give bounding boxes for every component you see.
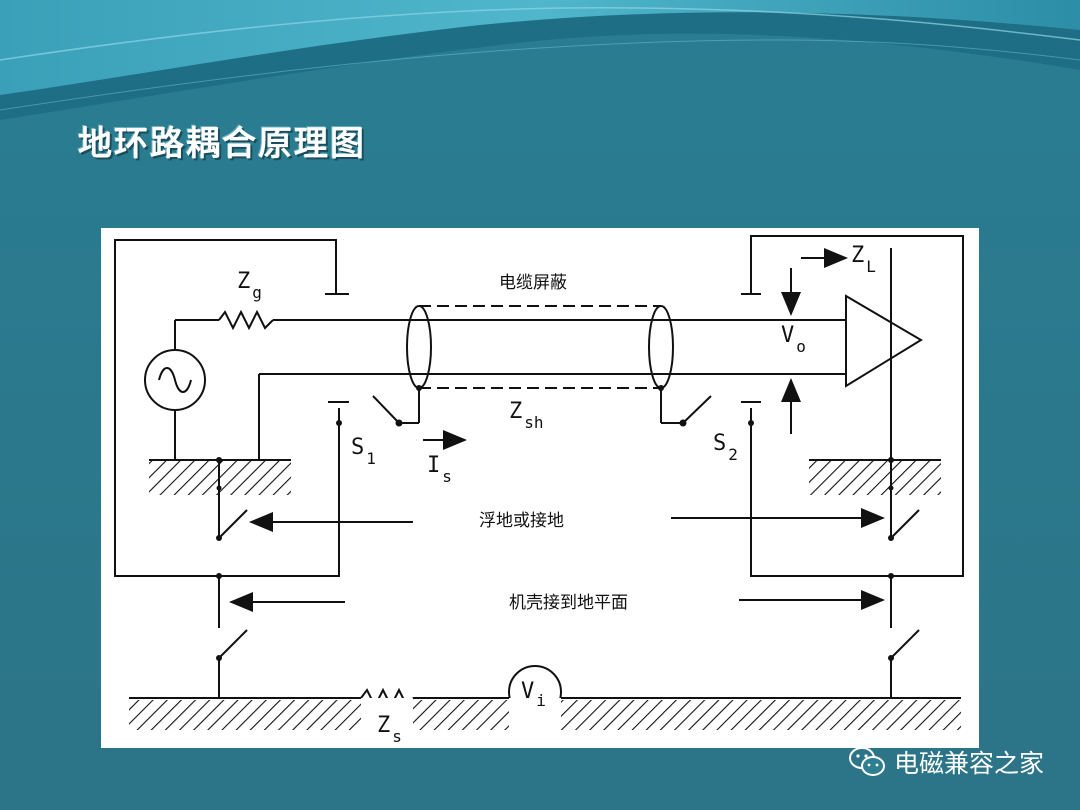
watermark: 电磁兼容之家 [848, 742, 1044, 782]
amplifier-triangle [845, 294, 923, 388]
top-wave-highlight [0, 7, 1080, 61]
right-plane-switch-blade [890, 629, 920, 659]
cable-end-left [406, 305, 432, 389]
chassis-to-ground-plane-label: 机壳接到地平面 [509, 593, 628, 613]
s1-switch-blade [372, 395, 400, 424]
wechat-icon [848, 747, 885, 776]
watermark-text: 电磁兼容之家 [893, 749, 1044, 778]
top-wave-light [0, 0, 1080, 95]
zg-resistor [218, 309, 274, 331]
cable-end-right [648, 305, 674, 389]
sine-symbol [158, 367, 192, 393]
ground-loop-diagram: Zg ZL Vo Zsh S1 S2 Is Zs Vi 电缆屏蔽 浮地或接地 机… [114, 235, 964, 746]
left-float-switch-blade [218, 509, 248, 539]
slide-title: 地环路耦合原理图 [78, 124, 366, 164]
right-ground-hatch [809, 461, 941, 495]
left-enclosure [114, 239, 340, 577]
cable-shield-label: 电缆屏蔽 [499, 273, 567, 293]
floating-or-grounded-label: 浮地或接地 [479, 511, 564, 531]
right-enclosure [750, 235, 964, 577]
left-plane-switch-blade [218, 629, 248, 659]
right-float-switch-blade [890, 509, 920, 539]
s2-switch-blade [682, 395, 712, 424]
